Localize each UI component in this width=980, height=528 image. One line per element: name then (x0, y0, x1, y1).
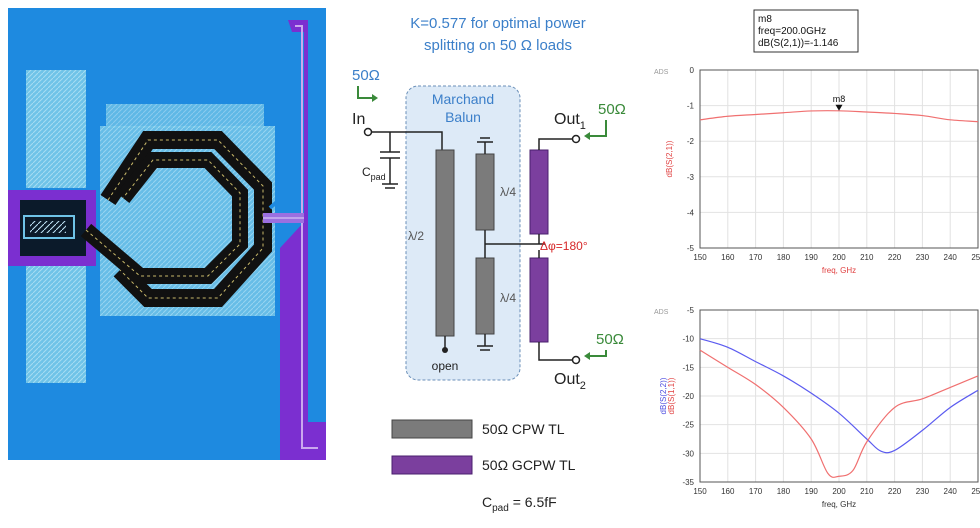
cpad-value-label: Cpad = 6.5fF (482, 494, 557, 514)
x-tick-label: 150 (693, 487, 707, 496)
ground-icon-bottom (477, 334, 493, 351)
out2-terminal (571, 355, 581, 365)
x-tick-label: 150 (693, 253, 707, 262)
legend-gcpw-label: 50Ω GCPW TL (482, 457, 576, 473)
out2-arrow-icon (588, 350, 607, 357)
x-tick-label: 180 (777, 253, 791, 262)
x-tick-label: 200 (832, 253, 846, 262)
y-tick-label: -35 (682, 478, 694, 487)
marker-value-text: dB(S(2,1))=-1.146 (758, 38, 839, 49)
x-tick-label: 180 (777, 487, 791, 496)
y-axis-label-s11: dB(S(1,1)) (667, 377, 676, 414)
phase-difference-label: Δφ=180° (540, 239, 588, 253)
marker-label: m8 (833, 94, 846, 104)
y-tick-label: -3 (687, 173, 695, 182)
legend-cpw-swatch (391, 419, 473, 439)
ads-brand-label: ADS (654, 69, 669, 76)
y-tick-label: -25 (682, 421, 694, 430)
out2-label: Out2 (554, 371, 586, 392)
y-tick-label: -4 (687, 208, 695, 217)
s21-plot: ADS 150 160 170 180 190 200 210 220 230 240 250 0 -1 -… (654, 66, 980, 275)
input-arrow-icon (357, 86, 374, 99)
x-tick-label: 240 (944, 253, 958, 262)
pad-region-bottom (26, 263, 86, 383)
y-tick-label: -15 (682, 363, 694, 372)
marker-triangle-icon (835, 104, 843, 111)
x-tick-label: 250 (971, 253, 980, 262)
lambda-quarter-bottom-label: λ/4 (500, 291, 516, 305)
input-port-label: In (352, 111, 365, 128)
schematic-drawing: K=0.577 for optimal power splitting on 5… (352, 15, 626, 514)
y-axis-label: dB(S(2,1)) (665, 140, 674, 177)
gcpw-line-bottom (529, 257, 549, 343)
y-tick-label: -30 (682, 449, 694, 458)
y-axis-label-s22: dB(S(2,2)) (659, 377, 668, 414)
balun-label-line2: Balun (445, 109, 481, 125)
lambda-half-label: λ/2 (408, 229, 424, 243)
ground-icon-top (477, 137, 493, 154)
out1-impedance-label: 50Ω (598, 101, 626, 118)
x-axis-label: freq, GHz (822, 266, 856, 275)
series-line-dbs11 (699, 349, 979, 478)
out2-impedance-label: 50Ω (596, 331, 624, 348)
x-axis-label: freq, GHz (822, 500, 856, 509)
lambda-half-line (435, 149, 455, 337)
s-parameter-plots: m8 freq=200.0GHz dB(S(2,1))=-1.146 ADS 15… (648, 8, 980, 523)
legend-gcpw-swatch (391, 455, 473, 475)
schematic-title-line1: K=0.577 for optimal power (410, 15, 586, 32)
cpad-label: Cpad (362, 165, 386, 182)
x-tick-label: 190 (805, 487, 819, 496)
x-tick-label: 240 (944, 487, 958, 496)
out1-label: Out1 (554, 111, 586, 132)
s11-s22-plot: ADS 150 160 170 180 190 200 210 220 230 240 250 -5 -1… (654, 306, 980, 509)
y-tick-label: -10 (682, 335, 694, 344)
marker-freq-text: freq=200.0GHz (758, 26, 826, 37)
x-tick-label: 230 (916, 253, 930, 262)
y-tick-label: -20 (682, 392, 694, 401)
pad-region-top (26, 70, 86, 188)
plot-frame (699, 69, 979, 249)
series-line-dbs22 (699, 338, 979, 454)
lambda-quarter-cpw-top (475, 153, 495, 231)
x-tick-label: 230 (916, 487, 930, 496)
input-port-terminal (363, 127, 373, 137)
open-end-dot (442, 347, 448, 353)
input-impedance-label: 50Ω (352, 67, 380, 84)
x-tick-label: 220 (888, 487, 902, 496)
x-tick-label: 170 (749, 253, 763, 262)
out1-terminal (571, 134, 581, 144)
out1-arrow-icon (588, 120, 607, 137)
y-tick-label: -5 (687, 306, 695, 315)
y-tick-label: -1 (687, 102, 695, 111)
marker-readout-box (753, 9, 859, 53)
plot-frame (699, 309, 979, 483)
series-line-dbs21 (699, 110, 979, 123)
x-tick-label: 160 (721, 487, 735, 496)
y-tick-label: -2 (687, 137, 695, 146)
x-tick-label: 250 (971, 487, 980, 496)
gcpw-line-top (529, 149, 549, 235)
chip-layout-view (8, 8, 326, 460)
legend-cpw-label: 50Ω CPW TL (482, 421, 565, 437)
open-label: open (432, 359, 459, 373)
y-tick-label: -5 (687, 244, 695, 253)
x-tick-label: 210 (860, 487, 874, 496)
x-tick-label: 220 (888, 253, 902, 262)
ads-brand-label: ADS (654, 309, 669, 316)
x-tick-label: 190 (805, 253, 819, 262)
lambda-quarter-cpw-bottom (475, 257, 495, 335)
y-tick-label: 0 (690, 66, 695, 75)
x-tick-label: 160 (721, 253, 735, 262)
balun-label-line1: Marchand (432, 91, 494, 107)
x-tick-label: 200 (832, 487, 846, 496)
balun-schematic: K=0.577 for optimal power splitting on 5… (340, 0, 640, 523)
cpad-capacitor-symbol (380, 132, 400, 189)
schematic-title-line2: splitting on 50 Ω loads (424, 37, 572, 54)
x-tick-label: 210 (860, 253, 874, 262)
x-tick-label: 170 (749, 487, 763, 496)
marker-name-text: m8 (758, 14, 772, 25)
chip-layout-drawing (8, 8, 326, 460)
lambda-quarter-top-label: λ/4 (500, 185, 516, 199)
plots-drawing: m8 freq=200.0GHz dB(S(2,1))=-1.146 ADS 15… (654, 9, 980, 509)
